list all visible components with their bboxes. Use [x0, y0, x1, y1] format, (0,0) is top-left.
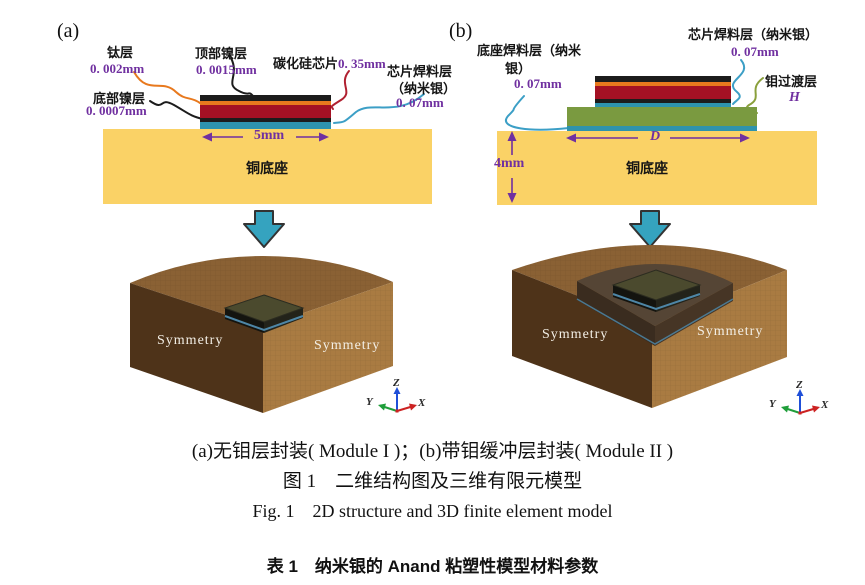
- value-base-solder-b: 0. 07mm: [514, 76, 562, 91]
- leader-bottom-nickel: [149, 100, 204, 120]
- leader-die-solder-b: [731, 59, 746, 105]
- block-a-top-mesh: [130, 256, 393, 327]
- dim-4mm-head-top: [507, 131, 517, 141]
- label-sic-chip: 碳化硅芯片: [273, 56, 339, 71]
- label-mo-layer: 钼过渡层: [765, 74, 818, 89]
- block-b-right-mesh: [652, 270, 787, 408]
- label-sic-chip-row: 碳化硅芯片0. 35mm: [273, 53, 386, 73]
- dim-d-label: D: [649, 129, 661, 144]
- layer-bottom-nickel: [200, 118, 331, 122]
- layer-die-solder-b: [595, 103, 731, 107]
- axis-y-label-a: Y: [366, 396, 373, 408]
- value-die-solder-b: 0. 07mm: [731, 44, 779, 59]
- dim-4mm-label: 4mm: [494, 156, 525, 171]
- axis-z-label-a: Z: [393, 377, 400, 389]
- label-die-solder-b: 芯片焊料层（纳米银）: [688, 27, 819, 42]
- layer-base-solder-b: [567, 126, 757, 131]
- axis-x-label-b: X: [821, 399, 829, 411]
- value-top-nickel: 0. 0015mm: [196, 62, 257, 77]
- label-base-solder-b-2: 银）: [505, 61, 532, 76]
- label-die-solder-a-1: 芯片焊料层: [387, 64, 453, 79]
- layer-die-solder-a: [200, 122, 331, 129]
- down-arrow-b-icon: [629, 210, 671, 248]
- layer-bottom-nickel-b: [595, 99, 731, 103]
- leader-die-solder-a: [333, 93, 425, 124]
- dim-4mm-head-bottom: [507, 193, 517, 203]
- symmetry-b-left: Symmetry: [542, 327, 609, 342]
- symmetry-a-left: Symmetry: [157, 333, 224, 348]
- axis-triad-b: [781, 389, 820, 415]
- axis-triad-a: [378, 387, 417, 413]
- value-die-solder-a: 0. 07mm: [396, 95, 444, 110]
- chip-b-top: [611, 269, 702, 301]
- value-bottom-nickel: 0. 0007mm: [86, 103, 147, 118]
- axis-x-label-a: X: [418, 397, 426, 409]
- panel-b-tag: (b): [449, 20, 473, 42]
- label-die-solder-a-2: （纳米银）: [391, 81, 457, 96]
- block-a-right-mesh: [263, 282, 393, 413]
- symmetry-b-right: Symmetry: [697, 324, 764, 339]
- chip-b-solder-line: [612, 293, 701, 311]
- label-copper-base-b: 铜底座: [626, 162, 668, 177]
- leader-base-solder-b: [505, 95, 570, 131]
- panel-a-2d-diagram: [103, 57, 432, 248]
- label-bottom-nickel: 底部镍层: [93, 91, 146, 106]
- down-arrow-a-icon: [243, 210, 285, 248]
- mo-disc-solder-line: [576, 298, 734, 345]
- figure-title-cn: 图 1 二维结构图及三维有限元模型: [282, 471, 583, 492]
- panel-a-tag: (a): [57, 20, 80, 42]
- chip-a-top: [223, 294, 305, 323]
- symmetry-a-right: Symmetry: [314, 338, 381, 353]
- label-titanium: 钛层: [107, 45, 134, 60]
- chip-a-solder-line: [224, 315, 304, 332]
- dim-5mm-head-left: [202, 132, 212, 142]
- layer-top-nickel-b: [595, 76, 731, 82]
- model-a-3d: [130, 256, 417, 413]
- block-a-left-face: [130, 283, 263, 413]
- value-titanium: 0. 002mm: [90, 61, 145, 76]
- layer-top-nickel: [200, 95, 331, 101]
- dim-h-label: H: [789, 90, 800, 105]
- label-copper-base-a: 铜底座: [246, 162, 288, 177]
- figure-title-en: Fig. 1 2D structure and 3D finite elemen…: [252, 501, 613, 521]
- layer-titanium: [200, 101, 331, 105]
- leader-top-nickel: [230, 57, 254, 97]
- layer-titanium-b: [595, 82, 731, 86]
- mo-disc-right-face: [655, 283, 733, 346]
- axis-z-label-b: Z: [796, 379, 803, 391]
- leader-sic-chip: [330, 70, 350, 110]
- table-1-title: 表 1 纳米银的 Anand 粘塑性模型材料参数: [266, 557, 599, 576]
- layer-sic-chip-b: [595, 86, 731, 99]
- leader-titanium: [133, 71, 201, 104]
- value-sic-chip: 0. 35mm: [338, 56, 386, 71]
- copper-base-a: [103, 129, 432, 204]
- layer-sic-chip: [200, 105, 331, 118]
- dim-5mm-label: 5mm: [253, 128, 285, 143]
- panel-b-2d-diagram: [497, 59, 817, 248]
- figure-subcaption: (a)无钼层封装( Module I )；(b)带钼缓冲层封装( Module …: [191, 441, 674, 462]
- model-b-3d: [512, 245, 820, 415]
- layer-mo-transition: [567, 107, 757, 126]
- label-base-solder-b-1: 底座焊料层（纳米: [477, 43, 582, 58]
- dim-5mm-head-right: [319, 132, 329, 142]
- mo-disc-left-face: [577, 281, 655, 346]
- axis-y-label-b: Y: [769, 398, 776, 410]
- block-b-left-face: [512, 270, 652, 408]
- dim-d-head-left: [566, 133, 576, 143]
- label-top-nickel: 顶部镍层: [195, 46, 248, 61]
- copper-base-b: [497, 131, 817, 205]
- dim-d-head-right: [740, 133, 750, 143]
